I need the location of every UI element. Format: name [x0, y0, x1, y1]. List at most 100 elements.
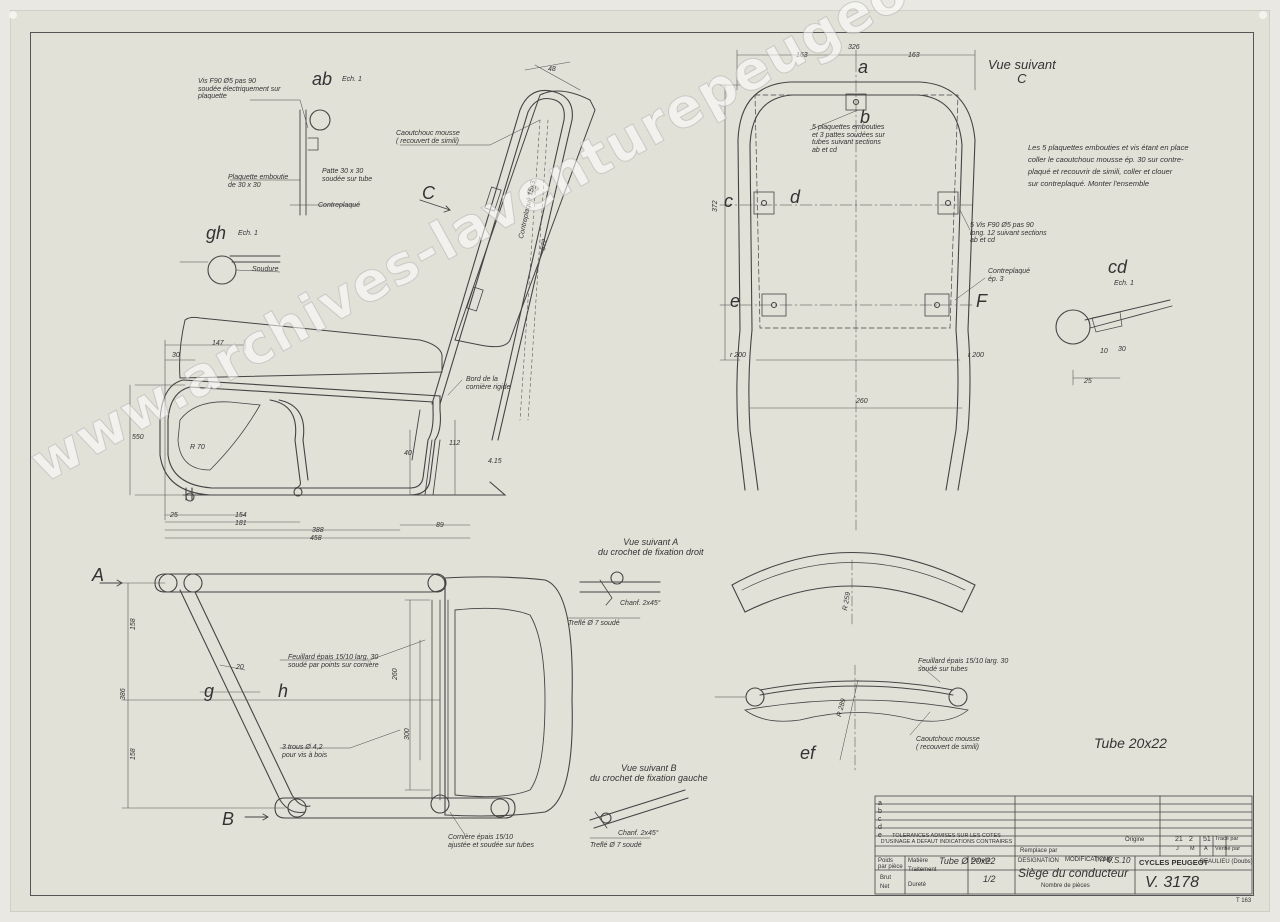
section-ef: [714, 664, 969, 771]
plan-dim-260: 260: [392, 668, 399, 680]
side-dim-89: 89: [436, 522, 444, 529]
view-cd-title: cd: [1108, 257, 1128, 277]
rear-section-a: a: [858, 57, 869, 77]
rear-view-title: Vue suivant C: [988, 57, 1056, 87]
rear-r200-right: r 200: [968, 352, 984, 359]
section-ef-title: ef: [800, 743, 816, 763]
detail-gh: [179, 255, 281, 285]
rear-view: [719, 49, 986, 531]
net-label: Net: [880, 884, 890, 890]
detail-cd: [1055, 299, 1173, 386]
scale-value: 1/2: [983, 874, 996, 884]
view-ab-plate-note: Plaquette emboutie de 30 x 30: [228, 174, 289, 189]
curved-section: [731, 552, 976, 626]
view-b-title: Vue suivant B du crochet de fixation gau…: [590, 763, 708, 783]
view-b-trefle: Treflé Ø 7 soudé: [590, 842, 642, 849]
brut-label: Brut: [880, 875, 892, 881]
view-a-chamfer: Chanf. 2x45°: [620, 600, 661, 607]
designation-label: DESIGNATION: [1018, 858, 1059, 864]
hook-view-a: [567, 571, 661, 619]
view-ab-screw-note: Vis F90 Ø5 pas 90 soudée électriquement …: [198, 78, 281, 101]
plan-strap-note: Feuillard épais 15/10 larg. 30 soudé par…: [288, 654, 379, 669]
revision-b: b: [878, 808, 882, 815]
side-dim-r70: R 70: [190, 444, 205, 451]
plan-dim-158-top: 158: [130, 618, 137, 630]
plan-section-h: h: [278, 681, 289, 701]
remplace-label: Remplace par: [1020, 848, 1058, 854]
view-cd-dim-10: 10: [1100, 348, 1108, 355]
rear-screws-note: 5 Vis F90 Ø5 pas 90 long. 12 suivant sec…: [970, 222, 1047, 245]
rear-section-e: e: [730, 291, 741, 311]
drawing-number: V. 3178: [1145, 874, 1199, 891]
view-ab-scale: Ech. 1: [342, 76, 362, 83]
type-label: TYPE: [1095, 858, 1111, 864]
rear-dim-163-right: 163: [908, 52, 920, 59]
rear-r200-left: r 200: [730, 352, 746, 359]
material-label: Matière: [908, 858, 929, 864]
revision-c: c: [878, 816, 882, 823]
section-ef-strap-note: Feuillard épais 15/10 larg. 30 soudé sur…: [918, 658, 1009, 673]
side-edge-note: Bord de la cornière rigide: [466, 376, 511, 391]
scale-label: Echelle: [971, 858, 991, 864]
side-dim-458: 458: [310, 535, 322, 542]
view-ab-tab-note: Patte 30 x 30 soudée sur tube: [322, 168, 373, 183]
side-dim-388: 388: [312, 527, 324, 534]
date-month: 2: [1189, 836, 1193, 843]
modifications-label: MODIFICATIONS: [1065, 857, 1113, 863]
plan-view: [99, 573, 573, 836]
view-ab-ply-note: Contreplaqué: [318, 202, 361, 209]
pieces-label: Nombre de pièces: [1041, 883, 1090, 889]
side-dim-181: 181: [235, 520, 247, 527]
side-dim-415: 4.15: [488, 458, 502, 465]
side-dim-30: 30: [172, 352, 180, 359]
view-gh-scale: Ech. 1: [238, 230, 258, 237]
side-rubber-note: Caoutchouc mousse ( recouvert de simili): [396, 130, 460, 145]
revision-e: e: [878, 832, 882, 839]
rear-section-c: c: [724, 191, 733, 211]
rear-ply-note: Contreplaqué ép. 3: [988, 268, 1031, 283]
drawing-frame: [30, 32, 1254, 896]
rear-plates-note: 5 plaquettes embouties et 3 pattes soudé…: [812, 124, 885, 155]
company-location: BEAULIEU (Doubs): [1200, 859, 1253, 865]
plan-holes-note: 3 trous Ø 4,2 pour vis à bois: [282, 744, 328, 759]
plan-dim-158-bottom: 158: [130, 748, 137, 760]
plan-dim-386: 386: [120, 688, 127, 700]
side-dim-25: 25: [170, 512, 178, 519]
trace-label: Tracé par: [1215, 836, 1239, 842]
side-dim-154: 154: [235, 512, 247, 519]
date-label-a: A: [1204, 846, 1208, 852]
title-block-lines: [874, 795, 1253, 895]
view-a-trefle: Treflé Ø 7 soudé: [568, 620, 620, 627]
side-dim-550: 550: [132, 434, 144, 441]
durete-label: Dureté: [908, 882, 927, 888]
rear-dim-163-left: 163: [796, 52, 808, 59]
origin-label: Origine: [1125, 837, 1145, 843]
rear-dim-326: 326: [848, 44, 860, 51]
side-arrow-c-label: C: [422, 183, 435, 203]
view-ab-title: ab: [312, 69, 333, 89]
view-a-title: Vue suivant A du crochet de fixation dro…: [598, 537, 704, 557]
side-dim-147: 147: [212, 340, 224, 347]
plan-dim-20: 20: [236, 664, 244, 671]
plan-hinge-note: Cornière épais 15/10 ajustée et soudée s…: [448, 834, 535, 849]
revision-a: a: [878, 800, 882, 807]
view-gh-weld-note: Soudure: [252, 266, 279, 273]
date-day: 21: [1175, 836, 1183, 843]
drawing-sheet: [9, 10, 1270, 912]
rear-dim-372: 372: [712, 200, 719, 212]
treatment-label: Traitement: [908, 867, 937, 873]
plan-arrow-a-label: A: [92, 565, 105, 585]
date-year: 51: [1203, 836, 1211, 843]
material-value: Tube Ø 20x22: [939, 856, 996, 866]
rear-section-d: d: [790, 187, 801, 207]
side-dim-48: 48: [548, 66, 556, 73]
weight-label: Poids par pièce: [878, 858, 903, 870]
pin-hole: [9, 11, 17, 19]
date-label-j: J: [1176, 846, 1179, 852]
plan-arrow-b-label: B: [222, 809, 235, 829]
title-block: a b c d e TOLERANCES ADMISES SUR LES COT…: [875, 796, 1253, 894]
plan-section-g: g: [204, 681, 215, 701]
designation-value: Siège du conducteur: [1018, 866, 1129, 880]
detail-ab: [229, 99, 361, 216]
